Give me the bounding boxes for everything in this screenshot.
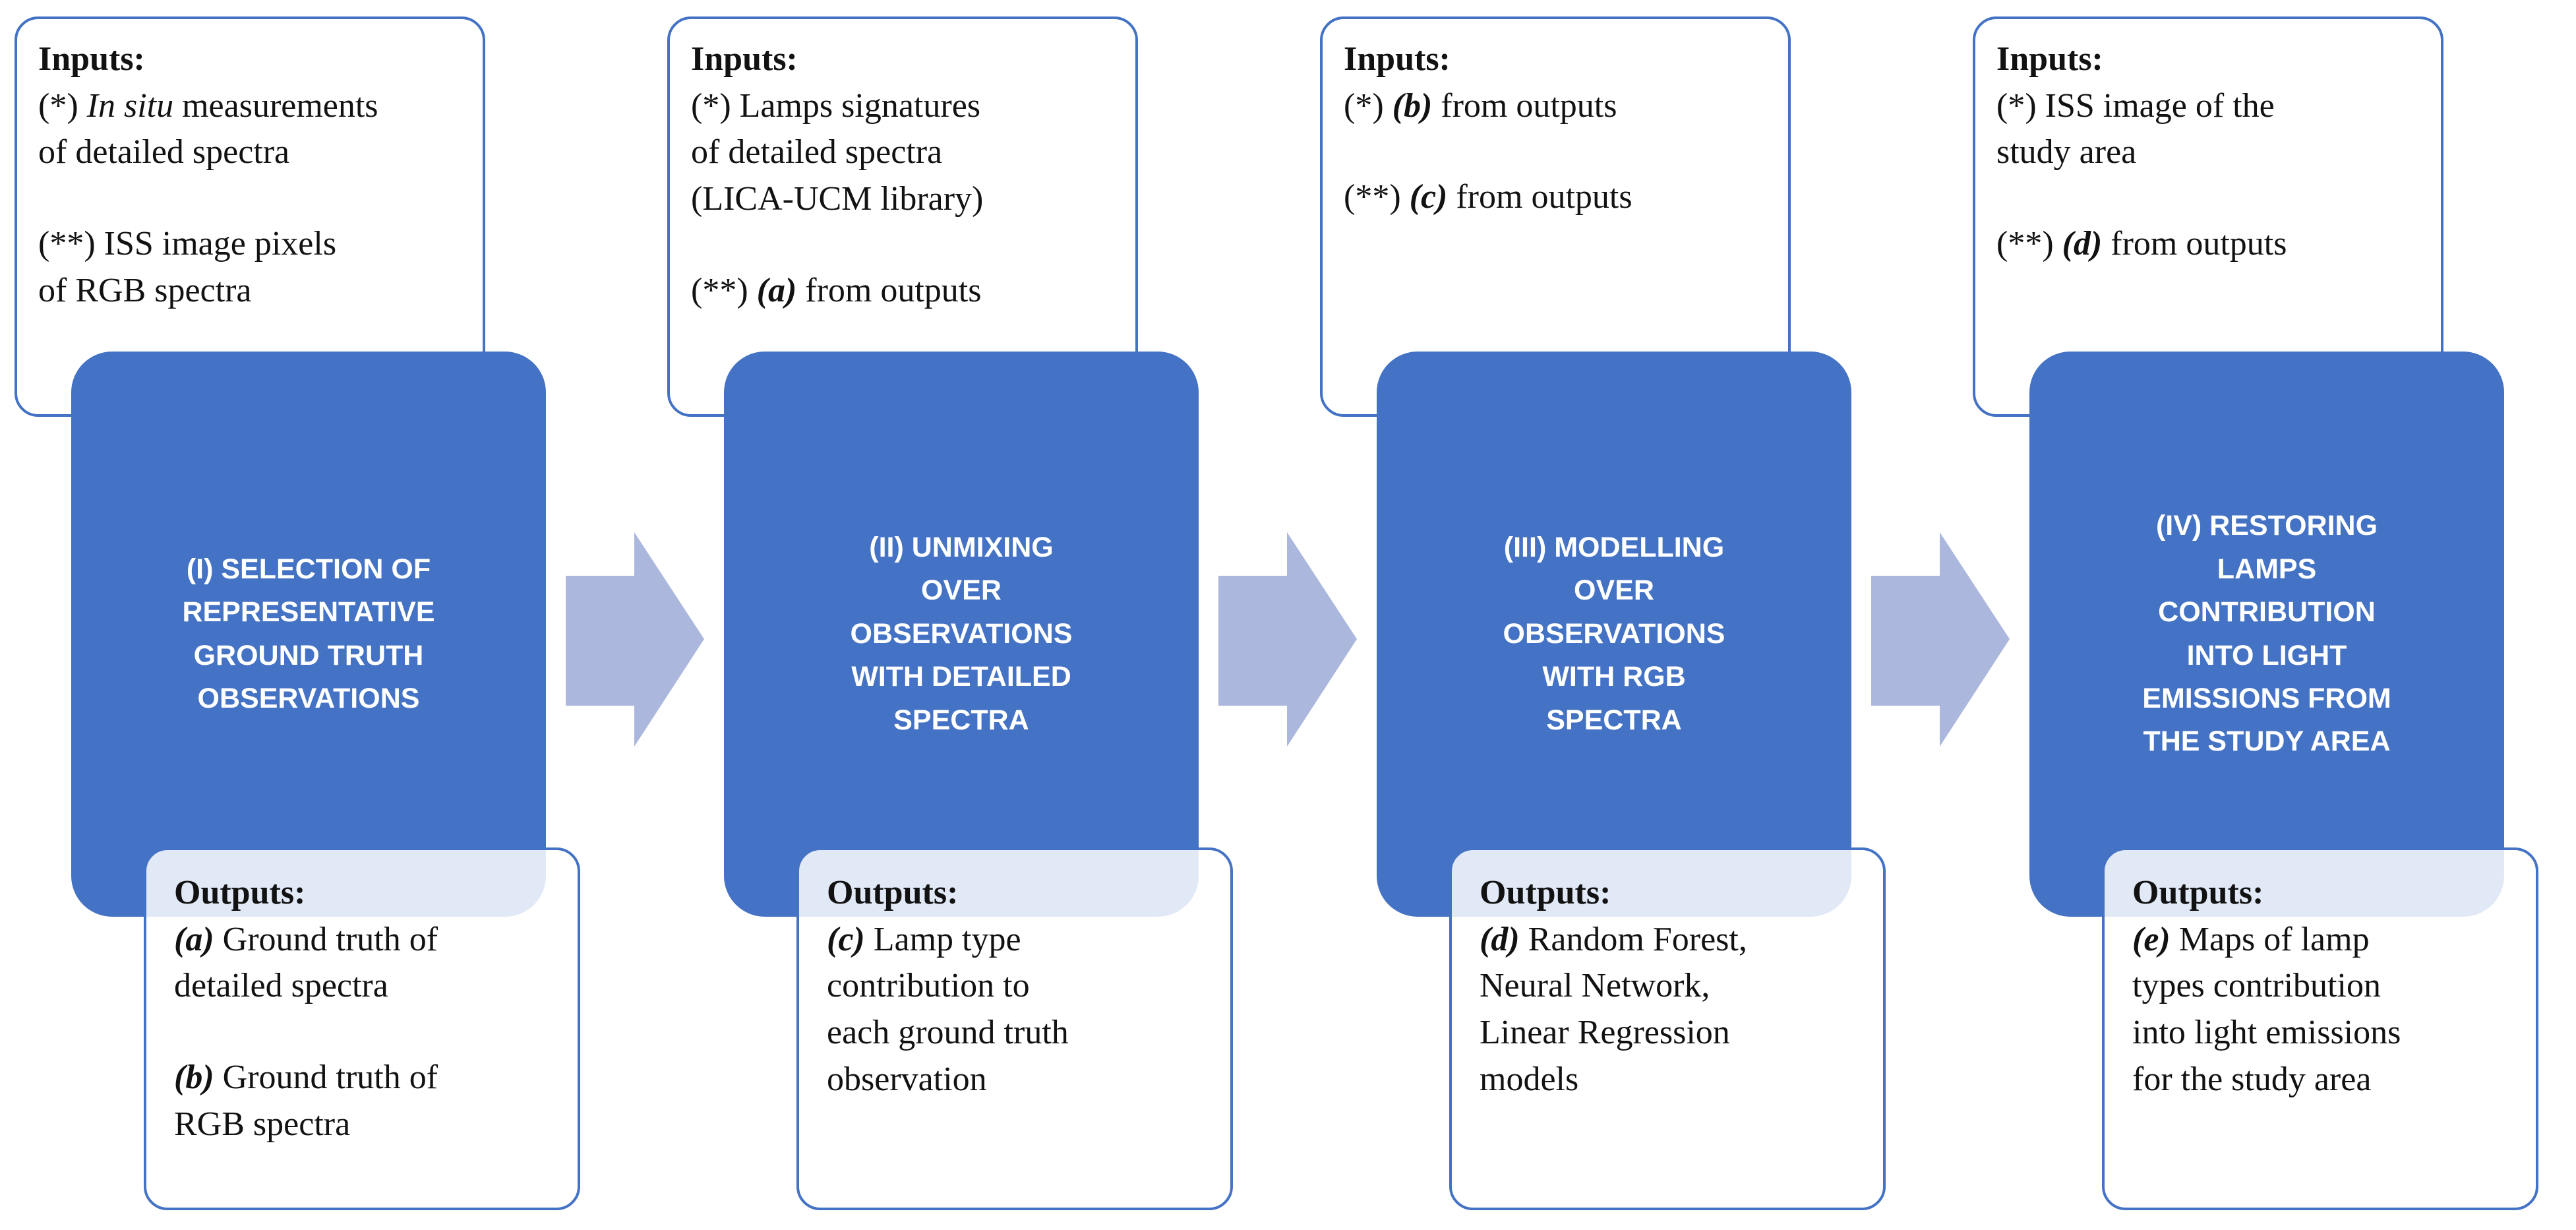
stage-1: Inputs: (*) In situ measurements of deta… bbox=[0, 0, 653, 1230]
stage-3-output-item: (d) Random Forest, Neural Network, Linea… bbox=[1480, 920, 1747, 1098]
stage-2-inputs-box: Inputs: (*) Lamps signatures of detailed… bbox=[667, 16, 1138, 417]
stage-2-block: (II) UNMIXING OVER OBSERVATIONS WITH DET… bbox=[724, 352, 1199, 917]
stage-4-inputs-box: Inputs: (*) ISS image of the study area … bbox=[1973, 16, 2443, 417]
stage-3-title: (III) MODELLING OVER OBSERVATIONS WITH R… bbox=[1503, 532, 1725, 736]
stage-3: Inputs: (*) (b) from outputs (**) (c) fr… bbox=[1305, 0, 1958, 1230]
stage-3-outputs-box: Outputs: (d) Random Forest, Neural Netwo… bbox=[1449, 847, 1886, 1210]
stage-2-outputs-box: Outputs: (c) Lamp type contribution to e… bbox=[796, 847, 1233, 1210]
stage-2-title: (II) UNMIXING OVER OBSERVATIONS WITH DET… bbox=[850, 532, 1073, 736]
stage-4-output-item: (e) Maps of lamp types contribution into… bbox=[2132, 920, 2401, 1098]
stage-3-inputs-box: Inputs: (*) (b) from outputs (**) (c) fr… bbox=[1320, 16, 1791, 417]
stage-1-input-item: (**) ISS image pixels of RGB spectra bbox=[38, 225, 337, 309]
stage-4: Inputs: (*) ISS image of the study area … bbox=[1958, 0, 2576, 1230]
stage-2: Inputs: (*) Lamps signatures of detailed… bbox=[653, 0, 1305, 1230]
stage-3-inputs-heading: Inputs: bbox=[1344, 40, 1451, 78]
stage-3-input-item: (*) (b) from outputs bbox=[1344, 86, 1617, 125]
stage-1-block: (I) SELECTION OF REPRESENTATIVE GROUND T… bbox=[71, 352, 546, 917]
stage-1-input-item: (*) In situ measurements of detailed spe… bbox=[38, 86, 378, 171]
stage-4-title: (IV) RESTORING LAMPS CONTRIBUTION INTO L… bbox=[2142, 510, 2391, 758]
stage-4-input-item: (**) (d) from outputs bbox=[1996, 225, 2287, 263]
stage-4-outputs-box: Outputs: (e) Maps of lamp types contribu… bbox=[2102, 847, 2538, 1210]
stage-1-outputs-heading: Outputs: bbox=[174, 874, 306, 911]
stage-2-input-item: (**) (a) from outputs bbox=[691, 271, 982, 309]
flow-arrow-right-icon bbox=[566, 532, 704, 747]
stage-3-block: (III) MODELLING OVER OBSERVATIONS WITH R… bbox=[1377, 352, 1851, 917]
stage-3-outputs-heading: Outputs: bbox=[1480, 874, 1611, 911]
stage-1-inputs-box: Inputs: (*) In situ measurements of deta… bbox=[15, 16, 485, 417]
stage-4-inputs-heading: Inputs: bbox=[1996, 40, 2103, 78]
stage-4-input-item: (*) ISS image of the study area bbox=[1996, 86, 2275, 171]
flow-arrow-right-icon bbox=[1871, 532, 2010, 747]
stage-2-input-item: (*) Lamps signatures of detailed spectra… bbox=[691, 86, 984, 218]
stage-1-output-item: (b) Ground truth of RGB spectra bbox=[174, 1059, 438, 1143]
stage-2-outputs-heading: Outputs: bbox=[827, 874, 959, 911]
stage-1-output-item: (a) Ground truth of detailed spectra bbox=[174, 920, 438, 1005]
flow-arrow-right-icon bbox=[1218, 532, 1357, 747]
stage-1-outputs-box: Outputs: (a) Ground truth of detailed sp… bbox=[144, 847, 580, 1210]
stage-3-input-item: (**) (c) from outputs bbox=[1344, 178, 1632, 216]
stage-1-inputs-heading: Inputs: bbox=[38, 40, 145, 78]
stage-2-inputs-heading: Inputs: bbox=[691, 40, 798, 78]
stage-2-output-item: (c) Lamp type contribution to each groun… bbox=[827, 920, 1069, 1098]
stage-4-block: (IV) RESTORING LAMPS CONTRIBUTION INTO L… bbox=[2029, 352, 2504, 917]
stage-4-outputs-heading: Outputs: bbox=[2132, 874, 2264, 911]
stage-1-title: (I) SELECTION OF REPRESENTATIVE GROUND T… bbox=[182, 553, 435, 714]
